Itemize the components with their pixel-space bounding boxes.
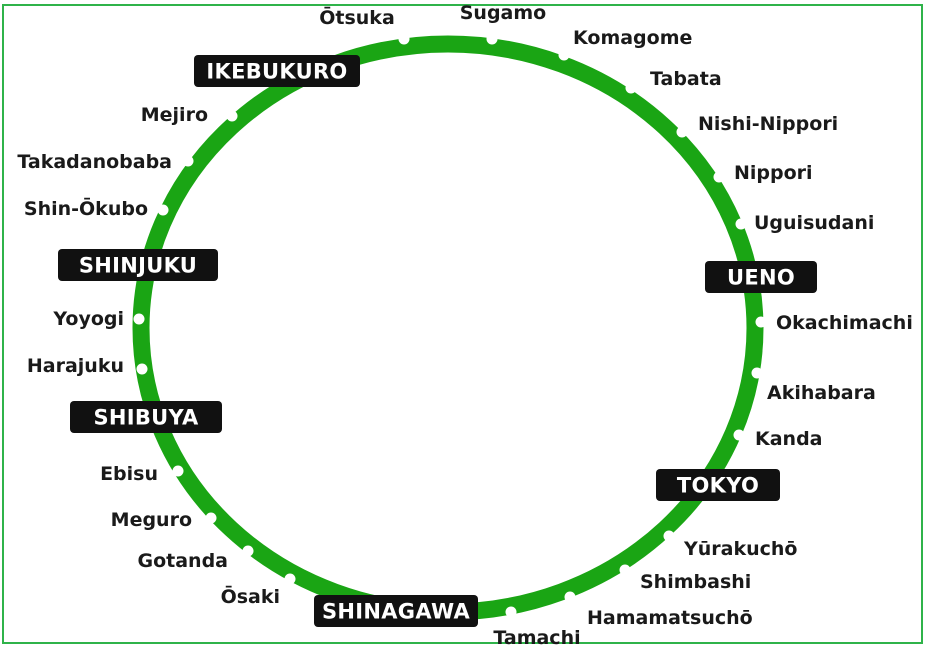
station-label-otsuka[interactable]: Ōtsuka xyxy=(319,6,395,29)
station-label-hamamatsucho[interactable]: Hamamatsuchō xyxy=(587,607,753,629)
station-stops xyxy=(133,33,767,618)
station-label-shimbashi[interactable]: Shimbashi xyxy=(640,571,751,593)
major-station-box-shinjuku xyxy=(58,249,218,281)
stop-uguisudani xyxy=(735,218,747,230)
stop-tabata xyxy=(625,82,637,94)
major-station-label-shinagawa: SHINAGAWA xyxy=(322,600,471,624)
major-station-box-ikebukuro xyxy=(194,55,360,87)
station-label-gotanda[interactable]: Gotanda xyxy=(137,550,228,572)
major-station-label-shibuya: SHIBUYA xyxy=(93,406,199,430)
major-station-shinjuku[interactable]: SHINJUKU xyxy=(58,249,218,281)
stop-yurakucho xyxy=(663,530,675,542)
major-station-label-ueno: UENO xyxy=(727,266,795,290)
station-label-osaki[interactable]: Ōsaki xyxy=(221,585,280,608)
stop-gotanda xyxy=(242,545,254,557)
station-label-shin-okubo[interactable]: Shin-Ōkubo xyxy=(24,197,148,220)
station-label-yoyogi[interactable]: Yoyogi xyxy=(52,308,124,330)
station-label-yurakucho[interactable]: Yūrakuchō xyxy=(683,538,797,560)
stop-nishi-nippori xyxy=(676,126,688,138)
frame-border xyxy=(2,4,923,644)
station-label-okachimachi[interactable]: Okachimachi xyxy=(776,312,913,334)
station-label-kanda[interactable]: Kanda xyxy=(755,428,823,450)
stop-ebisu xyxy=(172,465,184,477)
station-label-akihabara[interactable]: Akihabara xyxy=(767,382,876,404)
station-label-uguisudani[interactable]: Uguisudani xyxy=(754,212,874,234)
station-label-takadanobaba[interactable]: Takadanobaba xyxy=(17,151,172,173)
stop-komagome xyxy=(558,49,570,61)
station-label-sugamo[interactable]: Sugamo xyxy=(460,2,546,24)
major-station-label-tokyo: TOKYO xyxy=(677,474,759,498)
station-label-ebisu[interactable]: Ebisu xyxy=(100,463,158,485)
station-label-harajuku[interactable]: Harajuku xyxy=(27,355,124,377)
major-station-box-shibuya xyxy=(70,401,222,433)
loop-line xyxy=(132,35,764,621)
station-label-meguro[interactable]: Meguro xyxy=(111,509,192,531)
stop-mejiro xyxy=(226,110,238,122)
stop-nippori xyxy=(713,171,725,183)
stop-kanda xyxy=(733,429,745,441)
station-label-tabata[interactable]: Tabata xyxy=(650,68,722,90)
major-station-ueno[interactable]: UENO xyxy=(705,261,817,293)
station-label-tamachi[interactable]: Tamachi xyxy=(493,627,580,648)
major-station-box-tokyo xyxy=(656,469,780,501)
stop-takadanobaba xyxy=(182,155,194,167)
major-station-label-ikebukuro: IKEBUKURO xyxy=(206,60,347,84)
stop-shimbashi xyxy=(619,564,631,576)
major-station-ikebukuro[interactable]: IKEBUKURO xyxy=(194,55,360,87)
station-label-komagome[interactable]: Komagome xyxy=(573,27,692,49)
stop-osaki xyxy=(284,573,296,585)
major-station-label-shinjuku: SHINJUKU xyxy=(79,254,197,278)
major-stations: IKEBUKURO UENO TOKYO SHINAGAWA SHIBUYA SHINJU… xyxy=(58,55,817,627)
station-labels: Ōtsuka SugamoKomagomeTabataNishi-NipporiN… xyxy=(17,2,912,648)
stop-hamamatsucho xyxy=(564,591,576,603)
station-label-mejiro[interactable]: Mejiro xyxy=(141,104,208,126)
stop-meguro xyxy=(205,512,217,524)
stop-yoyogi xyxy=(133,313,145,325)
major-station-box-shinagawa xyxy=(314,595,478,627)
stop-shin-okubo xyxy=(157,204,169,216)
major-station-box-ueno xyxy=(705,261,817,293)
station-label-nippori[interactable]: Nippori xyxy=(734,162,813,184)
major-station-shinagawa[interactable]: SHINAGAWA xyxy=(314,595,478,627)
stop-okachimachi xyxy=(755,316,767,328)
stop-tamachi xyxy=(505,606,517,618)
stop-akihabara xyxy=(751,367,763,379)
major-station-shibuya[interactable]: SHIBUYA xyxy=(70,401,222,433)
stop-otsuka xyxy=(398,33,410,45)
station-label-nishi-nippori[interactable]: Nishi-Nippori xyxy=(698,113,838,135)
major-station-tokyo[interactable]: TOKYO xyxy=(656,469,780,501)
stop-harajuku xyxy=(136,363,148,375)
stop-sugamo xyxy=(486,33,498,45)
